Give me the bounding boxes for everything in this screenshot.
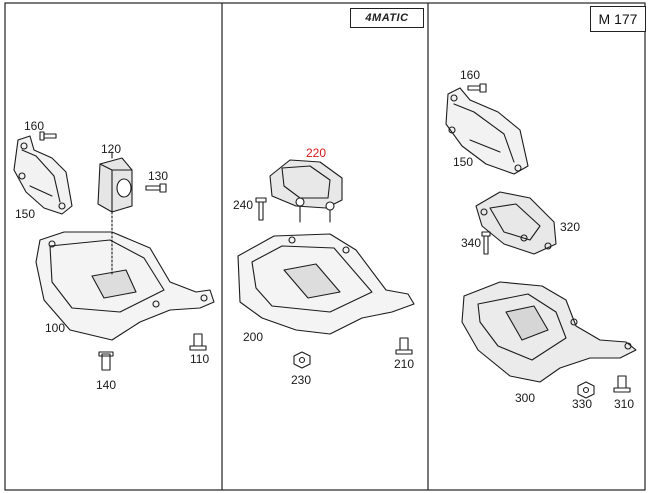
label-right-150[interactable]: 150 (453, 155, 474, 169)
label-right-310[interactable]: 310 (614, 397, 635, 411)
4matic-badge: 4MATIC (350, 8, 424, 28)
middle-bolt-210 (395, 337, 413, 355)
label-right-320[interactable]: 320 (560, 220, 581, 234)
label-middle-200[interactable]: 200 (243, 330, 264, 344)
middle-bolt-240 (255, 197, 267, 221)
label-right-160[interactable]: 160 (460, 68, 481, 82)
diagram-code: M 177 (590, 6, 646, 32)
label-middle-210[interactable]: 210 (394, 357, 415, 371)
left-subframe-100 (35, 211, 215, 341)
middle-subframe-200 (237, 233, 415, 335)
right-subframe-300 (461, 281, 637, 383)
label-right-330[interactable]: 330 (572, 397, 593, 411)
middle-mount-220 (269, 159, 343, 223)
label-left-130[interactable]: 130 (148, 169, 169, 183)
label-middle-220-highlighted[interactable]: 220 (303, 145, 329, 161)
outer-border (4, 2, 646, 491)
left-bolt-160 (39, 131, 57, 141)
right-bracket-150 (445, 87, 529, 175)
left-bolt-110 (189, 333, 207, 351)
label-left-160[interactable]: 160 (24, 119, 45, 133)
left-bolt-140 (98, 351, 114, 371)
right-bolt-160 (467, 83, 487, 93)
label-left-140[interactable]: 140 (96, 378, 117, 392)
left-bracket-150 (13, 135, 73, 215)
label-left-150[interactable]: 150 (15, 207, 36, 221)
right-nut-330 (577, 381, 595, 399)
label-right-300[interactable]: 300 (515, 391, 536, 405)
label-left-120[interactable]: 120 (101, 142, 122, 156)
right-bolt-310 (613, 375, 631, 393)
label-middle-240[interactable]: 240 (233, 198, 254, 212)
left-bolt-130 (145, 183, 167, 193)
middle-nut-230 (293, 351, 311, 369)
label-left-110[interactable]: 110 (190, 352, 210, 366)
label-left-100[interactable]: 100 (45, 321, 66, 335)
label-middle-230[interactable]: 230 (291, 373, 312, 387)
label-right-340[interactable]: 340 (461, 236, 482, 250)
right-bolt-340 (481, 231, 491, 255)
left-mount-120 (97, 157, 133, 213)
